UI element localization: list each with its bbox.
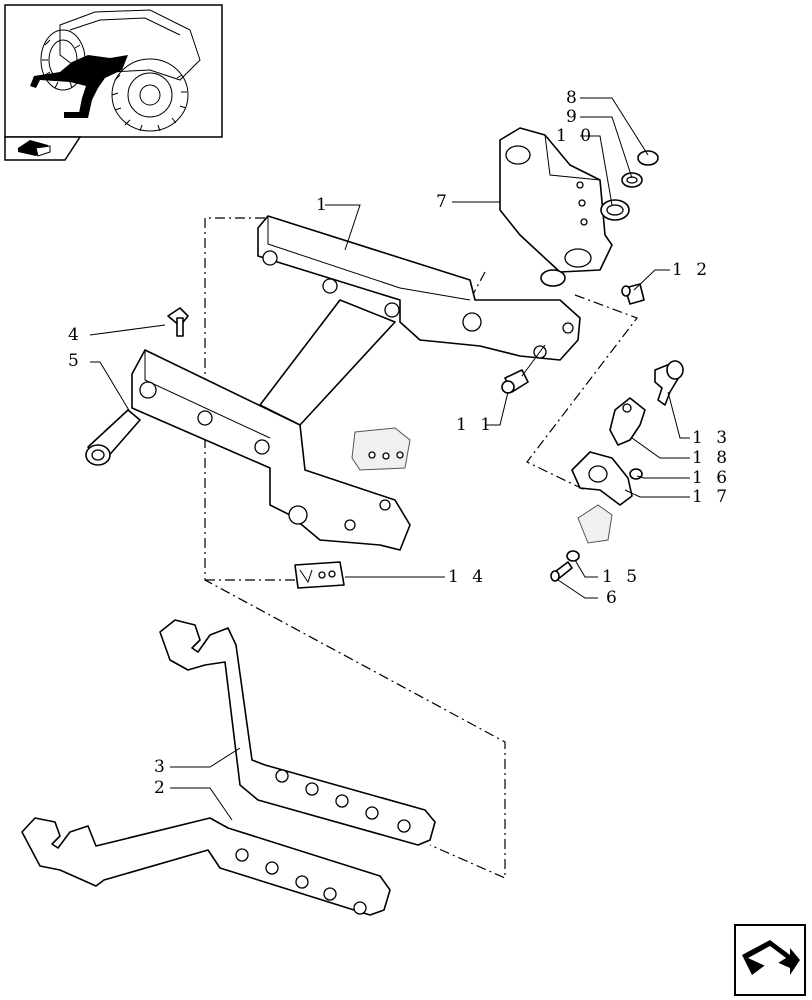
callout-6: 6 [606,588,621,608]
part-1-crossbeam-frame [131,215,581,551]
callout-8: 8 [566,88,581,108]
book-icon [4,136,82,161]
plate-near-part-15 [577,504,613,544]
callout-2: 2 [154,778,169,798]
part-5-pin [85,409,141,466]
part-4-lynch-pin [167,307,189,337]
callout-17: 1 7 [692,487,731,507]
part-2-lift-arm [21,817,391,916]
bushings-parts-8-9-10 [540,150,659,287]
part-11-bolt [501,344,546,394]
part-6-bolt-15-washer [550,550,580,582]
callout-12: 1 2 [672,260,711,280]
tractor-thumbnail-icon [4,4,223,138]
small-bracket-plate [351,427,411,471]
next-page-arrow-icon[interactable] [734,924,806,996]
part-7-support-bracket [499,127,613,273]
callout-9: 9 [566,107,581,127]
part-14-block [294,561,345,589]
part-12-bolt [621,283,645,305]
callout-labels: 1 7 8 9 1 0 1 2 4 5 1 1 1 3 1 8 1 6 1 7 … [68,88,731,798]
leader-lines [89,97,690,821]
callout-5: 5 [68,351,83,371]
callout-15: 1 5 [602,567,641,587]
hook-assembly-parts [571,360,684,506]
callout-7: 7 [436,192,451,212]
callout-13: 1 3 [692,428,731,448]
callout-4: 4 [68,325,83,345]
callout-10: 1 0 [556,126,595,146]
callout-3: 3 [154,757,169,777]
part-3-lift-arm [159,619,436,846]
callout-18: 1 8 [692,448,731,468]
callout-1: 1 [316,195,331,215]
callout-11: 1 1 [456,415,495,435]
callout-16: 1 6 [692,468,731,488]
callout-14: 1 4 [448,567,487,587]
